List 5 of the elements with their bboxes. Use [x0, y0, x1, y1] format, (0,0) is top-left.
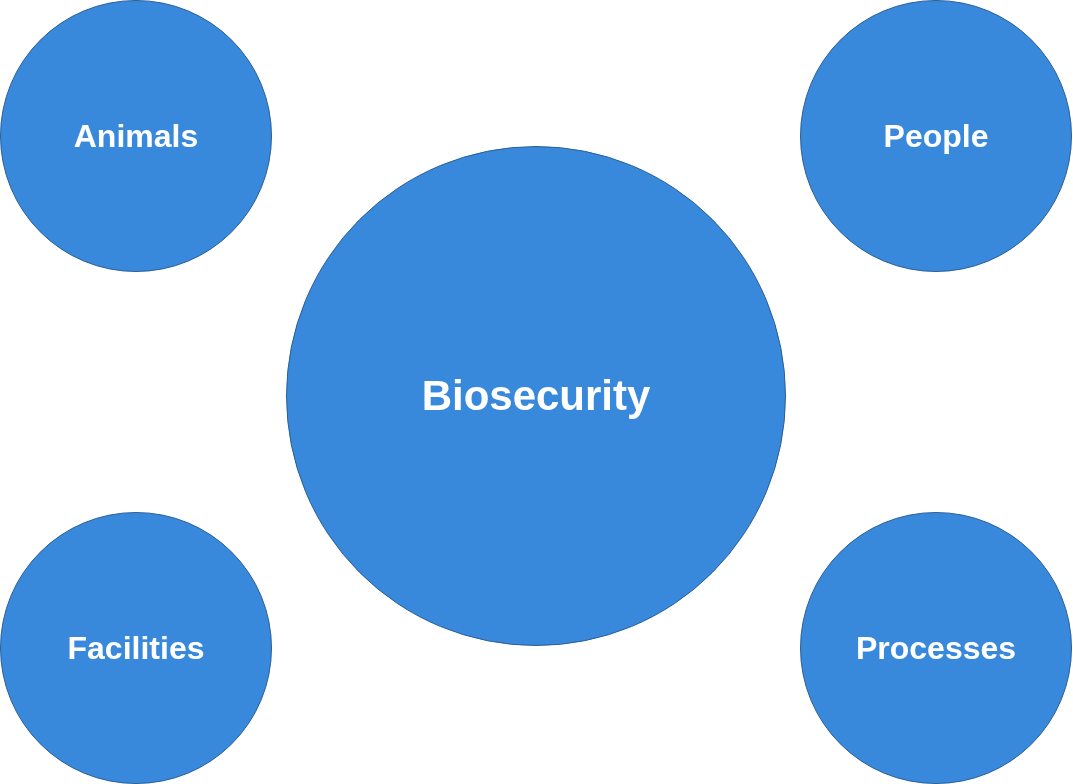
node-label: Animals [73, 117, 199, 155]
node-label: Facilities [67, 629, 205, 667]
node-label: People [883, 117, 989, 155]
node-label: Biosecurity [421, 372, 651, 420]
node-label: Processes [855, 629, 1017, 667]
